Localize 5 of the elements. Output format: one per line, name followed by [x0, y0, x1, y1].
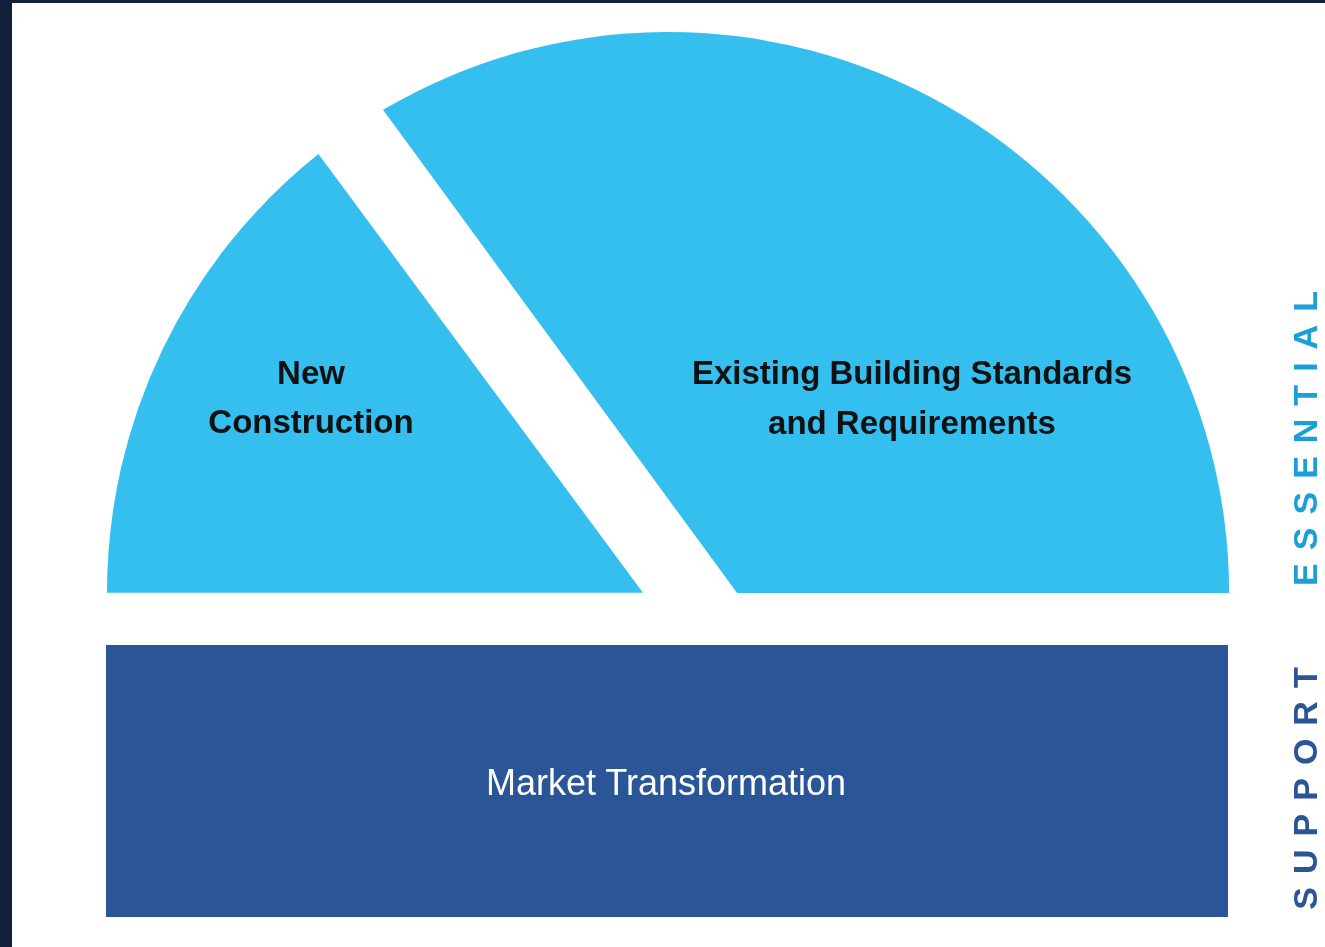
segment-label: Market Transformation [484, 761, 848, 805]
side-label: ESSENTIAL [1288, 278, 1322, 586]
side-label: SUPPORT [1288, 654, 1322, 910]
segment-label: Existing Building Standards and Requirements [690, 352, 1133, 443]
segment-label: New Construction [207, 352, 415, 442]
